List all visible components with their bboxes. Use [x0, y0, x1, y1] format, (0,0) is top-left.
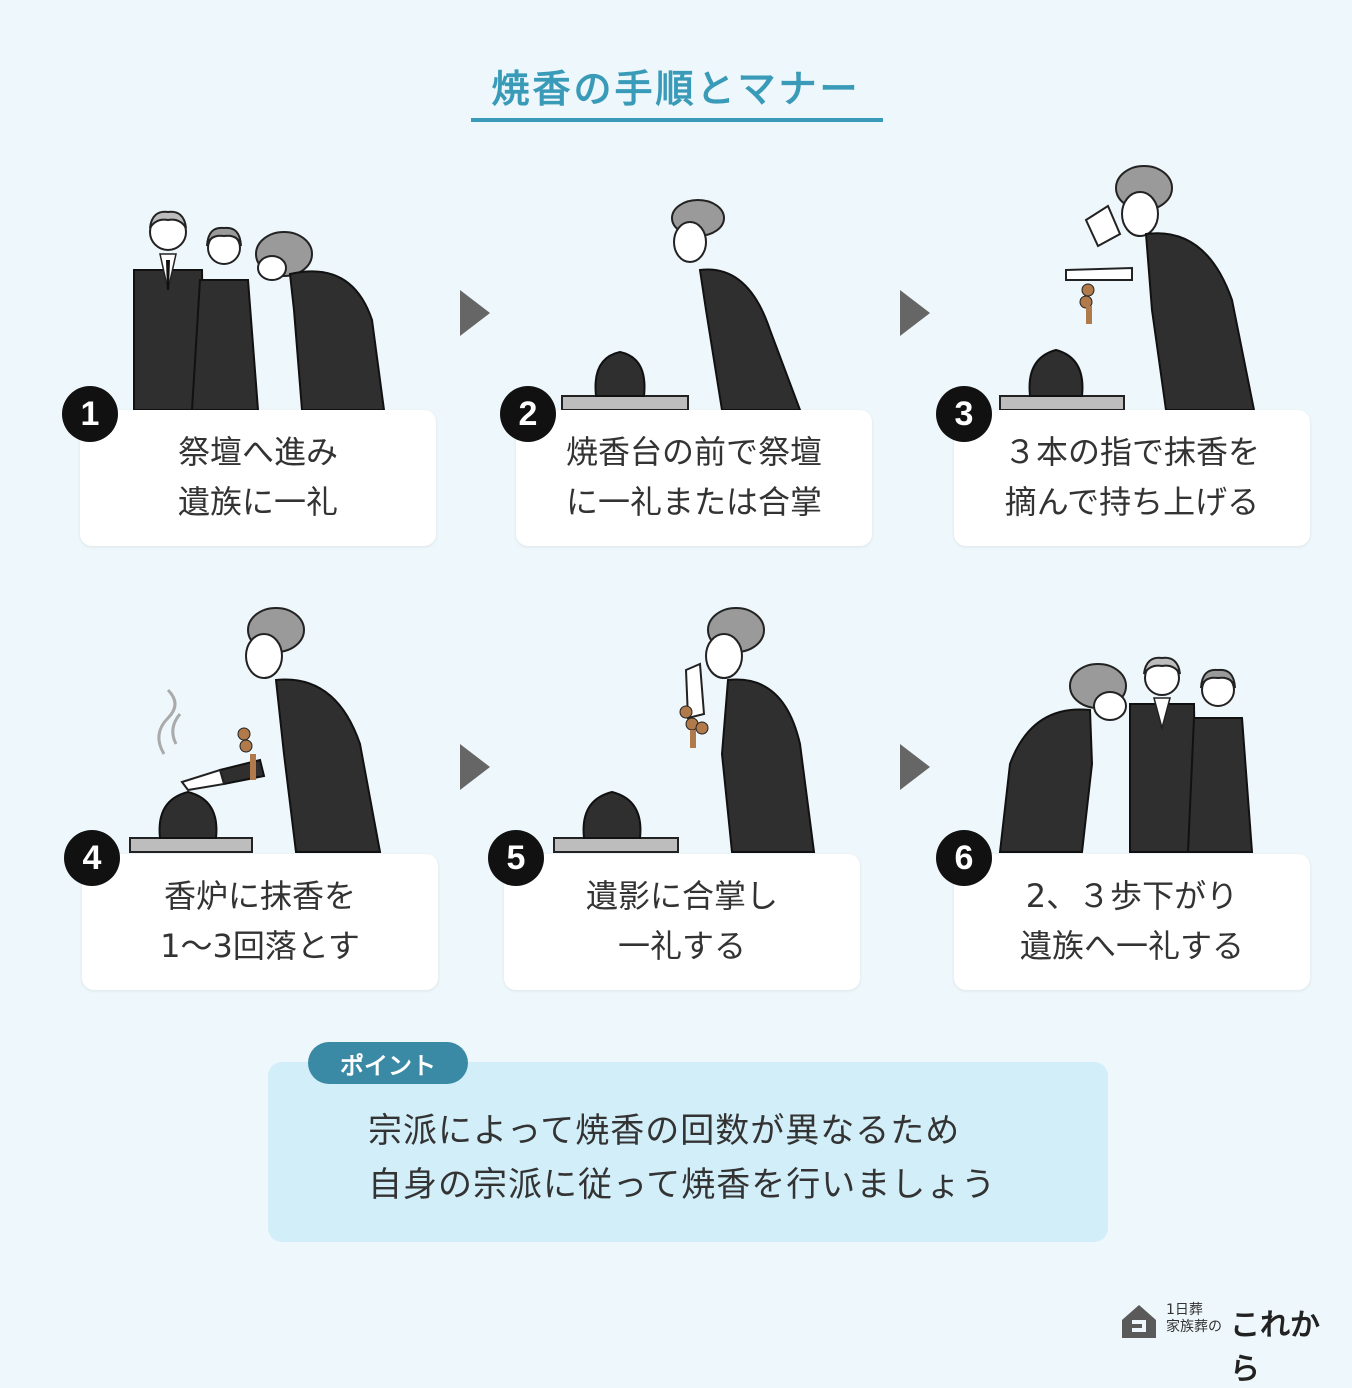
illustration-family-bow — [133, 210, 386, 411]
brand-logo: 1日葬 家族葬の これから — [1120, 1300, 1335, 1387]
step-number-badge: 4 — [64, 830, 120, 886]
step-number-badge: 3 — [936, 386, 992, 442]
illustration-pinch-incense — [999, 165, 1256, 410]
point-text: 宗派によって焼香の回数が異なるため 自身の宗派に従って焼香を行いましょう — [368, 1111, 997, 1206]
point-box: 宗派によって焼香の回数が異なるため 自身の宗派に従って焼香を行いましょう — [268, 1062, 1108, 1242]
step-6: 2、３歩下がり 遺族へ一礼する 6 — [936, 594, 1352, 1014]
step-card: 遺影に合掌し 一礼する — [504, 854, 860, 990]
step-card: 焼香台の前で祭壇 に一礼または合掌 — [516, 410, 872, 546]
step-text: 香炉に抹香を 1〜3回落とす — [160, 877, 360, 965]
step-number-badge: 1 — [62, 386, 118, 442]
step-card: 2、３歩下がり 遺族へ一礼する — [954, 854, 1310, 990]
arrow-right-icon — [900, 290, 930, 336]
step-2: 焼香台の前で祭壇 に一礼または合掌 2 — [500, 190, 940, 610]
step-text: 焼香台の前で祭壇 に一礼または合掌 — [565, 433, 822, 521]
step-card: 祭壇へ進み 遺族に一礼 — [80, 410, 436, 546]
step-3: ３本の指で抹香を 摘んで持ち上げる 3 — [936, 150, 1352, 570]
logo-small-text: 1日葬 家族葬の — [1166, 1302, 1222, 1335]
step-text: 2、３歩下がり 遺族へ一礼する — [1019, 877, 1244, 965]
title-underline — [471, 118, 883, 122]
step-text: 祭壇へ進み 遺族に一礼 — [177, 433, 338, 521]
arrow-right-icon — [900, 744, 930, 790]
house-logo-icon — [1122, 1305, 1156, 1338]
step-5: 遺影に合掌し 一礼する 5 — [488, 594, 928, 1014]
step-text: 遺影に合掌し 一礼する — [585, 877, 778, 965]
page-title: 焼香の手順とマナー — [491, 67, 861, 111]
step-number-badge: 6 — [936, 830, 992, 886]
arrow-right-icon — [460, 744, 490, 790]
step-text: ３本の指で抹香を 摘んで持ち上げる — [1003, 433, 1260, 521]
illustration-bow-altar — [561, 199, 802, 411]
step-card: ３本の指で抹香を 摘んで持ち上げる — [954, 410, 1310, 546]
illustration-gassho — [553, 607, 816, 853]
step-number-badge: 5 — [488, 830, 544, 886]
point-badge: ポイント — [308, 1042, 468, 1084]
step-card: 香炉に抹香を 1〜3回落とす — [82, 854, 438, 990]
illustration-step-back-bow — [998, 656, 1254, 853]
logo-big-text: これから — [1230, 1308, 1320, 1387]
step-1: 祭壇へ進み 遺族に一礼 1 — [62, 190, 502, 610]
arrow-right-icon — [460, 290, 490, 336]
illustration-drop-incense — [129, 607, 382, 853]
step-4: 香炉に抹香を 1〜3回落とす 4 — [64, 594, 504, 1014]
step-number-badge: 2 — [500, 386, 556, 442]
